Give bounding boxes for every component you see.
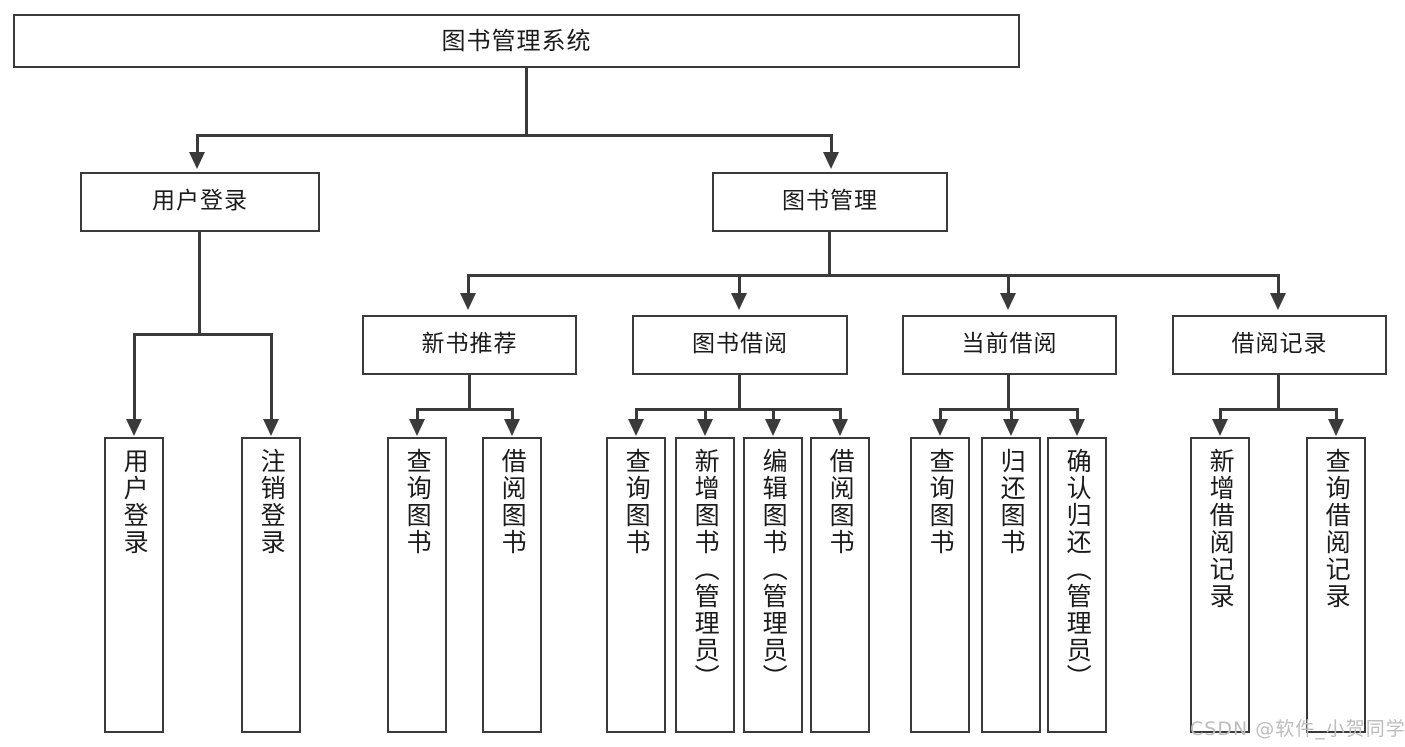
edge-drop-leaf-13: [1335, 408, 1338, 419]
leaf-query-borrow-record[interactable]: 查询借阅记录: [1306, 437, 1366, 733]
node-label: 编辑图书（管理员）: [759, 448, 789, 691]
arrow-leaf-2: [263, 419, 279, 436]
edge-drop-leaf-5: [635, 408, 638, 419]
leaf-edit-book-admin[interactable]: 编辑图书（管理员）: [743, 437, 803, 733]
arrow-leaf-10: [1003, 419, 1019, 436]
node-borrow-record[interactable]: 借阅记录: [1172, 315, 1387, 375]
edge-drop-leaf-10: [1010, 408, 1013, 419]
edge-book-manage-stem: [828, 232, 831, 274]
leaf-borrow-book-recommend[interactable]: 借阅图书: [482, 437, 542, 733]
arrow-leaf-4: [504, 419, 520, 436]
edge-drop-leaf-6: [704, 408, 707, 419]
leaf-query-book-borrow[interactable]: 查询图书: [606, 437, 666, 733]
leaf-query-book-current[interactable]: 查询图书: [910, 437, 970, 733]
leaf-logout[interactable]: 注销登录: [241, 437, 301, 733]
arrow-leaf-11: [1069, 419, 1085, 436]
arrow-leaf-8: [832, 419, 848, 436]
arrow-user-login: [189, 152, 205, 169]
edge-drop-leaf-12: [1219, 408, 1222, 419]
edge-drop-book-borrow: [738, 274, 741, 293]
node-label: 注销登录: [257, 448, 287, 556]
arrow-leaf-1: [126, 419, 142, 436]
node-label: 查询图书: [403, 448, 433, 556]
edge-user-login-bus: [133, 333, 273, 336]
node-label: 借阅图书: [826, 448, 856, 556]
edge-borrow-record-bus: [1219, 408, 1338, 411]
node-label: 图书管理系统: [441, 26, 592, 55]
node-user-login[interactable]: 用户登录: [80, 172, 320, 232]
node-label: 当前借阅: [961, 331, 1058, 358]
node-label: 用户登录: [152, 188, 248, 215]
node-label: 新增借阅记录: [1206, 448, 1236, 610]
leaf-query-book-recommend[interactable]: 查询图书: [387, 437, 447, 733]
edge-root-bus: [196, 134, 833, 137]
edge-drop-leaf-2: [270, 333, 273, 419]
leaf-add-borrow-record[interactable]: 新增借阅记录: [1190, 437, 1250, 733]
arrow-leaf-3: [409, 419, 425, 436]
edge-root-stem: [525, 68, 528, 134]
node-label: 借阅图书: [498, 448, 528, 556]
edge-new-book-bus: [416, 408, 514, 411]
edge-drop-leaf-1: [133, 333, 136, 419]
node-label: 查询借阅记录: [1322, 448, 1352, 610]
edge-book-manage-bus: [467, 274, 1280, 277]
node-root-system[interactable]: 图书管理系统: [13, 14, 1020, 68]
node-new-book-recommend[interactable]: 新书推荐: [362, 315, 577, 375]
node-book-borrow[interactable]: 图书借阅: [632, 315, 848, 375]
edge-book-borrow-stem: [738, 375, 741, 408]
edge-borrow-record-stem: [1277, 375, 1280, 408]
edge-drop-leaf-4: [511, 408, 514, 419]
edge-drop-leaf-11: [1076, 408, 1079, 419]
leaf-return-book[interactable]: 归还图书: [981, 437, 1041, 733]
arrow-book-borrow: [731, 293, 747, 310]
leaf-user-login[interactable]: 用户登录: [104, 437, 164, 733]
node-label: 新增图书（管理员）: [691, 448, 721, 691]
edge-current-borrow-bus: [939, 408, 1079, 411]
edge-drop-user-login: [196, 134, 199, 152]
edge-drop-new-book: [467, 274, 470, 293]
node-book-manage[interactable]: 图书管理: [712, 172, 948, 232]
node-label: 新书推荐: [421, 331, 518, 358]
arrow-leaf-6: [697, 419, 713, 436]
edge-drop-leaf-9: [939, 408, 942, 419]
edge-user-login-stem: [198, 232, 201, 333]
edge-new-book-stem: [468, 375, 471, 408]
edge-drop-book-manage: [830, 134, 833, 152]
edge-drop-borrow-record: [1277, 274, 1280, 293]
arrow-book-manage: [823, 152, 839, 169]
edge-drop-current-borrow: [1007, 274, 1010, 293]
edge-book-borrow-bus: [635, 408, 841, 411]
arrow-leaf-5: [628, 419, 644, 436]
arrow-leaf-9: [932, 419, 948, 436]
arrow-leaf-13: [1328, 419, 1344, 436]
edge-drop-leaf-3: [416, 408, 419, 419]
node-label: 查询图书: [622, 448, 652, 556]
arrow-new-book: [460, 293, 476, 310]
edge-drop-leaf-7: [772, 408, 775, 419]
node-current-borrow[interactable]: 当前借阅: [902, 315, 1117, 375]
leaf-borrow-book[interactable]: 借阅图书: [810, 437, 870, 733]
leaf-confirm-return-admin[interactable]: 确认归还（管理员）: [1047, 437, 1107, 733]
edge-current-borrow-stem: [1007, 375, 1010, 408]
node-label: 图书借阅: [692, 331, 788, 358]
arrow-borrow-record: [1270, 293, 1286, 310]
node-label: 确认归还（管理员）: [1063, 448, 1093, 691]
leaf-add-book-admin[interactable]: 新增图书（管理员）: [675, 437, 735, 733]
node-label: 借阅记录: [1231, 331, 1328, 358]
node-label: 查询图书: [926, 448, 956, 556]
arrow-current-borrow: [1000, 293, 1016, 310]
node-label: 归还图书: [997, 448, 1027, 556]
csdn-watermark: CSDN @软件_小贺同学: [1190, 718, 1405, 740]
arrow-leaf-7: [765, 419, 781, 436]
arrow-leaf-12: [1212, 419, 1228, 436]
node-label: 用户登录: [120, 448, 150, 556]
node-label: 图书管理: [782, 188, 878, 215]
edge-drop-leaf-8: [839, 408, 842, 419]
